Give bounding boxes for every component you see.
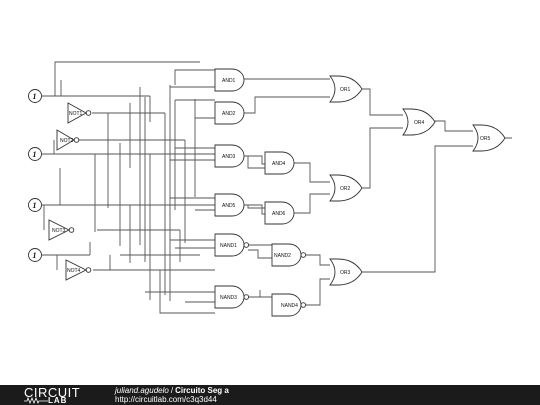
gate-label: OR1 bbox=[340, 87, 351, 93]
gate-label: NAND3 bbox=[220, 295, 237, 301]
waveform-icon bbox=[24, 397, 48, 404]
nand-gate-1[interactable]: NAND1 bbox=[214, 233, 250, 257]
and-gate-6[interactable]: AND6 bbox=[264, 201, 295, 225]
nand-gate-4[interactable]: NAND4 bbox=[271, 293, 307, 317]
wire-network bbox=[42, 61, 512, 314]
gate-label: OR2 bbox=[340, 186, 351, 192]
gate-label: AND1 bbox=[222, 78, 236, 84]
input-source-label: 1 bbox=[33, 92, 37, 101]
gate-label: NOT4 bbox=[67, 268, 81, 274]
gate-label: NOT2 bbox=[60, 138, 74, 144]
or-gate-4[interactable]: OR4 bbox=[402, 108, 436, 136]
gate-label: AND5 bbox=[222, 203, 236, 209]
author-name[interactable]: juliand.agudelo bbox=[115, 386, 169, 395]
gate-label: NOT3 bbox=[52, 228, 66, 234]
and-gate-1[interactable]: AND1 bbox=[214, 68, 245, 92]
schematic-canvas: 1 1 1 1 NOT1 NOT2 NOT3 NOT4 AND1 AND2 AN… bbox=[28, 61, 512, 317]
or-gate-3[interactable]: OR3 bbox=[329, 258, 363, 286]
or-gate-5[interactable]: OR5 bbox=[472, 124, 506, 152]
gate-label: AND6 bbox=[272, 211, 286, 217]
nand-gate-2[interactable]: NAND2 bbox=[271, 243, 307, 267]
circuit-title: Circuito Seg a bbox=[175, 386, 229, 395]
gate-label: NOT1 bbox=[69, 111, 83, 117]
input-source-1[interactable]: 1 bbox=[28, 89, 42, 103]
not-gate-1[interactable]: NOT1 bbox=[67, 102, 92, 124]
logo-text-bottom: LAB bbox=[48, 396, 68, 405]
and-gate-4[interactable]: AND4 bbox=[264, 151, 295, 175]
circuitlab-logo[interactable]: CIRCUIT LAB bbox=[4, 385, 94, 405]
input-source-label: 1 bbox=[33, 251, 37, 260]
not-gate-4[interactable]: NOT4 bbox=[65, 259, 92, 281]
gate-label: AND2 bbox=[222, 111, 236, 117]
or-gate-1[interactable]: OR1 bbox=[329, 75, 363, 103]
and-gate-2[interactable]: AND2 bbox=[214, 101, 245, 125]
input-source-label: 1 bbox=[33, 201, 37, 210]
input-source-3[interactable]: 1 bbox=[28, 198, 42, 212]
not-gate-3[interactable]: NOT3 bbox=[48, 219, 75, 241]
gate-label: OR4 bbox=[414, 120, 425, 126]
gate-label: AND3 bbox=[222, 154, 236, 160]
input-source-2[interactable]: 1 bbox=[28, 147, 42, 161]
gate-label: NAND2 bbox=[274, 253, 291, 259]
and-gate-5[interactable]: AND5 bbox=[214, 193, 245, 217]
not-gate-2[interactable]: NOT2 bbox=[56, 129, 80, 151]
title-separator: / bbox=[170, 386, 174, 395]
and-gate-3[interactable]: AND3 bbox=[214, 144, 245, 168]
circuit-url[interactable]: http://circuitlab.com/c3q3d44 bbox=[115, 395, 217, 404]
gate-label: AND4 bbox=[272, 161, 286, 167]
nand-gate-3[interactable]: NAND3 bbox=[214, 285, 250, 309]
gate-label: OR5 bbox=[480, 136, 491, 142]
circuit-meta: juliand.agudelo/Circuito Seg a http://ci… bbox=[115, 386, 229, 404]
gate-label: OR3 bbox=[340, 270, 351, 276]
footer-bar: CIRCUIT LAB juliand.agudelo/Circuito Seg… bbox=[0, 385, 540, 405]
input-source-4[interactable]: 1 bbox=[28, 248, 42, 262]
input-source-label: 1 bbox=[33, 150, 37, 159]
logo-text-top: CIRCUIT bbox=[24, 385, 81, 400]
gate-label: NAND4 bbox=[281, 303, 298, 309]
or-gate-2[interactable]: OR2 bbox=[329, 174, 363, 202]
gate-label: NAND1 bbox=[220, 243, 237, 249]
